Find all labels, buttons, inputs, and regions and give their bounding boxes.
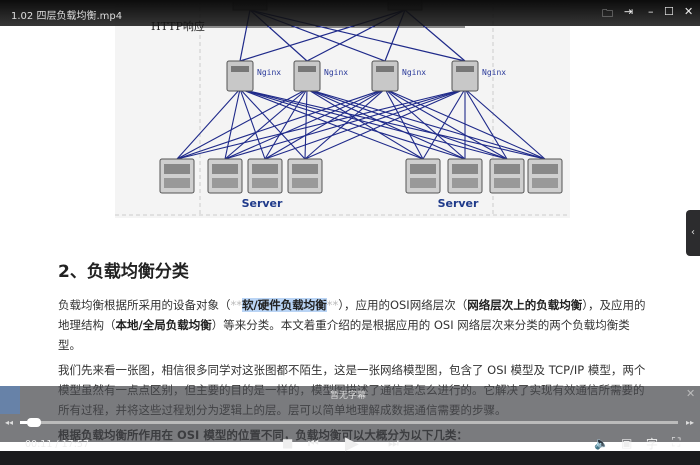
server-label: Server [242,197,283,210]
player-controls: 00:11 / 17:57 ■ ⏮ ▶ ⏭ 🔈 ▣ 字 ⛶ [0,428,700,465]
nginx-node [371,60,399,92]
connection-line [176,88,386,160]
server-node [207,158,243,194]
connection-line [176,88,466,160]
bottom-bar [0,451,700,465]
subtitle-button[interactable]: 字 [646,437,659,451]
nginx-label: Nginx [324,68,348,77]
forward-icon[interactable]: ▸▸ [686,418,695,427]
connection-line [264,88,466,160]
previous-icon[interactable]: ⏮ [308,436,319,450]
connection-line [224,88,308,160]
volume-icon[interactable]: 🔈 [594,436,609,450]
server-node [405,158,441,194]
connection-line [224,88,466,160]
connection-line [239,88,306,160]
connection-line [264,88,386,160]
connection-line [239,88,466,160]
rewind-icon[interactable]: ◂◂ [5,418,14,427]
server-node [447,158,483,194]
nginx-node [293,60,321,92]
connection-line [239,88,546,160]
next-icon[interactable]: ⏭ [388,436,399,450]
collapse-panel-button[interactable]: ‹ [686,210,700,256]
connection-line [384,88,424,160]
progress-handle[interactable] [26,418,41,427]
video-title: 1.02 四层负载均衡.mp4 [11,11,123,22]
connection-line [304,88,466,160]
connection-line [464,88,546,160]
connection-line [239,88,266,160]
connection-line [264,88,308,160]
paragraph-1: 负载均衡根据所采用的设备对象（**软/硬件负载均衡**），应用的OSI网络层次（… [58,298,646,352]
nginx-node [451,60,479,92]
connection-line [176,88,308,160]
folder-icon[interactable]: 🗀 [602,7,613,20]
minimize-icon[interactable]: – [648,5,654,18]
nginx-node [226,60,254,92]
connection-line [239,88,424,160]
title-bar: 1.02 四层负载均衡.mp4 🗀 ⇥ – ☐ ✕ [0,0,700,26]
server-label: Server [438,197,479,210]
player-overlay [0,386,700,442]
current-time: 00:11 [25,439,53,450]
nginx-label: Nginx [402,68,426,77]
connection-line [306,88,508,160]
connection-line [176,88,241,160]
fullscreen-icon[interactable]: ⛶ [672,435,681,449]
nginx-label: Nginx [482,68,506,77]
connection-line [422,88,466,160]
connection-line [384,88,466,160]
server-node [247,158,283,194]
stop-icon[interactable]: ■ [282,436,294,450]
subtitle-status: 暂无字幕 [330,391,367,401]
connection-line [464,88,508,160]
maximize-icon[interactable]: ☐ [664,5,674,18]
progress-fill [20,421,27,424]
close-icon[interactable]: ✕ [684,5,694,18]
nginx-label: Nginx [257,68,281,77]
server-node [527,158,563,194]
screen-icon[interactable]: ▣ [621,436,633,450]
connection-line [384,88,508,160]
server-node [489,158,525,194]
connection-line [306,88,546,160]
connection-line [224,88,241,160]
section-heading: 2、负载均衡分类 [58,262,189,282]
progress-bar[interactable] [20,418,678,427]
server-node [287,158,323,194]
connection-line [224,88,386,160]
network-diagram: HTTP响应 Nginx Nginx Nginx Nginx Server Se… [115,0,570,218]
close-overlay-icon[interactable]: ✕ [686,387,696,400]
server-node [159,158,195,194]
selected-text: 软/硬件负载均衡 [242,298,327,312]
time-display: 00:11 / 17:57 [25,439,90,450]
pin-icon[interactable]: ⇥ [624,5,634,18]
overlay-accent [0,386,20,414]
play-icon[interactable]: ▶ [345,433,359,454]
duration: 17:57 [61,439,90,450]
